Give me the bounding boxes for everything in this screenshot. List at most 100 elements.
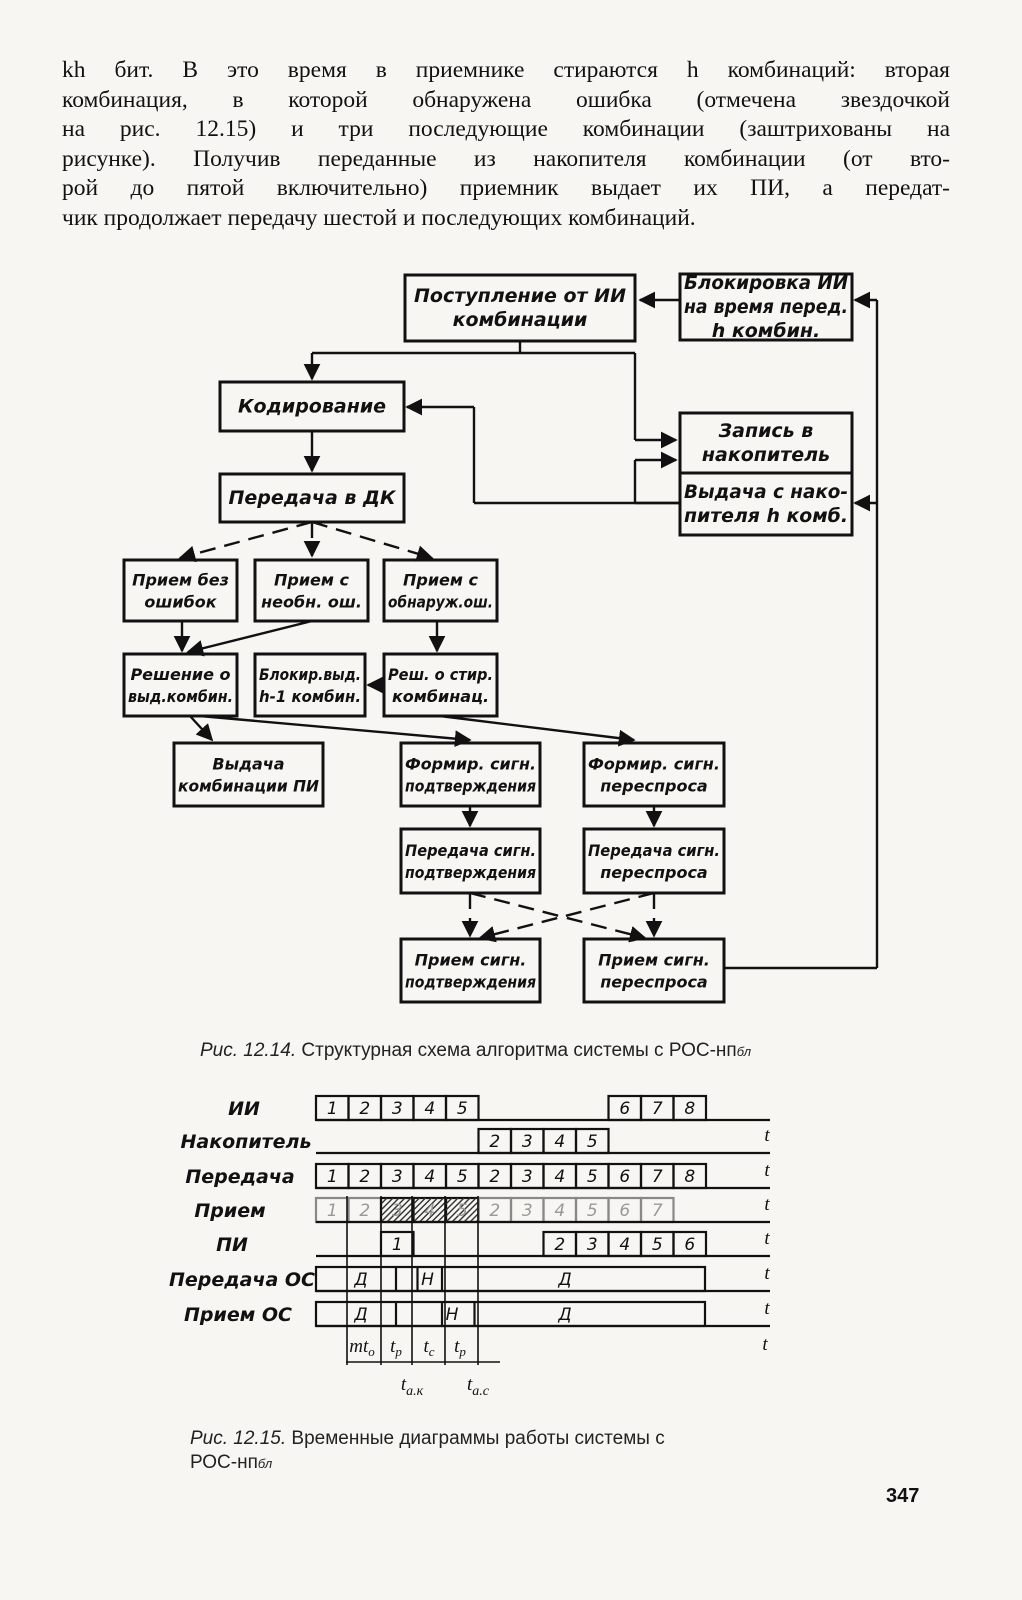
- timing-cell-label: 2: [489, 1201, 500, 1221]
- timing-cell-label: 3: [392, 1201, 403, 1221]
- flow-box-text: обнаруж.ош.: [388, 593, 493, 612]
- timing-interval-label: mto: [349, 1336, 375, 1359]
- timing-cell-label: 5: [652, 1235, 663, 1255]
- timing-cell-label: 6: [619, 1167, 630, 1187]
- timing-cell-label: 2: [359, 1167, 370, 1187]
- timing-cell-label: 2: [554, 1235, 565, 1255]
- timing-cell: 2: [477, 1196, 513, 1224]
- timing-row-label: Накопитель: [181, 1131, 312, 1153]
- timing-cell-label: 5: [457, 1099, 468, 1119]
- timing-cell-label: 2: [489, 1167, 500, 1187]
- timing-cell-label: 6: [619, 1099, 630, 1119]
- timing-cell: 1: [314, 1162, 350, 1190]
- timing-os-label: Д: [353, 1270, 367, 1290]
- timing-cell-label: 8: [684, 1099, 695, 1119]
- flow-box-text: переспроса: [600, 863, 707, 882]
- timing-cell: 5: [444, 1094, 480, 1122]
- timing-cell: 4: [542, 1127, 578, 1155]
- flow-box-text: Кодирование: [238, 396, 386, 418]
- timing-cell: 3: [509, 1127, 545, 1155]
- timing-cell: 8: [672, 1162, 708, 1190]
- timing-mark-label: ta.c: [467, 1374, 490, 1399]
- timing-cell-label: 5: [587, 1132, 598, 1152]
- timing-cell-label: 2: [359, 1099, 370, 1119]
- timing-cell: 3: [379, 1162, 415, 1190]
- flow-box-text: переспроса: [600, 777, 707, 796]
- flow-box-text: Реш. о стир.: [388, 665, 493, 684]
- timing-cell-label: 4: [554, 1201, 565, 1221]
- page-number: 347: [886, 1485, 920, 1507]
- timing-os-label: Д: [353, 1305, 367, 1325]
- timing-cell-label: 6: [684, 1235, 695, 1255]
- timing-cell: 2: [542, 1230, 578, 1258]
- flow-box-text: h комбин.: [712, 320, 821, 342]
- timing-cell: 4: [542, 1162, 578, 1190]
- timing-cell: 2: [477, 1162, 513, 1190]
- caption-text: Временные диаграммы работы системы с: [291, 1428, 665, 1449]
- timing-cell: 7: [639, 1162, 675, 1190]
- time-axis-label: t: [764, 1194, 770, 1215]
- caption-sub: бл: [736, 1044, 752, 1059]
- flow-box-text: переспроса: [600, 973, 707, 992]
- flow-box-text: Формир. сигн.: [588, 755, 720, 774]
- flow-box-text: Передача сигн.: [588, 841, 720, 860]
- timing-cell: 5: [639, 1230, 675, 1258]
- time-axis-label: t: [764, 1263, 770, 1284]
- timing-cell-label: 8: [684, 1167, 695, 1187]
- timing-cell-label: 1: [327, 1201, 338, 1221]
- flow-box-text: накопитель: [702, 444, 830, 466]
- timing-mark-label: ta.к: [401, 1374, 424, 1399]
- timing-cell: 3: [379, 1196, 415, 1224]
- timing-cell: 3: [379, 1094, 415, 1122]
- flow-box-text: Блокир.выд.: [259, 665, 361, 684]
- flow-box-text: выд.комбин.: [128, 687, 233, 706]
- timing-row-label: Передача ОС: [169, 1269, 315, 1291]
- timing-row-label: Прием: [194, 1200, 265, 1222]
- timing-cell-label: 3: [392, 1167, 403, 1187]
- timing-cell-label: 4: [424, 1167, 435, 1187]
- flow-box-text: подтверждения: [405, 973, 536, 992]
- flow-box-text: комбинации: [453, 309, 588, 331]
- flow-box-text: Прием без: [132, 571, 229, 590]
- timing-cell: 2: [347, 1196, 383, 1224]
- timing-cell: 1: [314, 1094, 350, 1122]
- flow-box-erase: Реш. о стир. комбинац.: [382, 652, 499, 718]
- timing-cell: 3: [509, 1162, 545, 1190]
- flow-box-text: Блокировка ИИ: [684, 272, 848, 294]
- timing-cell-label: 3: [392, 1099, 403, 1119]
- timing-os-label: Д: [557, 1270, 571, 1290]
- time-axis-label: t: [764, 1160, 770, 1181]
- timing-cell-label: 3: [522, 1132, 533, 1152]
- timing-interval-label: tp: [390, 1336, 402, 1359]
- flow-box-text: комбинац.: [392, 687, 489, 706]
- flow-box-text: Поступление от ИИ: [414, 285, 626, 307]
- timing-cell: 2: [347, 1162, 383, 1190]
- flow-box-text: Запись в: [718, 420, 814, 442]
- timing-cell-label: 3: [522, 1167, 533, 1187]
- figure-caption-12-15-line2: РОС-нпбл: [190, 1452, 272, 1474]
- timing-cell: 4: [412, 1196, 448, 1224]
- timing-cell-label: 4: [619, 1235, 630, 1255]
- timing-cell-label: 4: [424, 1099, 435, 1119]
- timing-interval-label: tp: [454, 1336, 466, 1359]
- flow-box-text: Прием сигн.: [415, 951, 527, 970]
- timing-cell: 5: [574, 1196, 610, 1224]
- paragraph-line: чик продолжает передачу шестой и последу…: [62, 204, 696, 231]
- timing-cell-label: 7: [652, 1167, 663, 1187]
- flow-box-text: Передача в ДК: [228, 487, 396, 509]
- timing-cell-label: 5: [457, 1201, 468, 1221]
- timing-cell: 3: [574, 1230, 610, 1258]
- time-axis-label: t: [764, 1298, 770, 1319]
- flow-box-form-ack: Формир. сигн.подтверждения: [399, 741, 542, 808]
- flow-box-text: Прием сигн.: [598, 951, 710, 970]
- timing-cell-label: 4: [554, 1132, 565, 1152]
- timing-cell-label: 3: [522, 1201, 533, 1221]
- flow-box-text: подтверждения: [405, 777, 536, 796]
- timing-row-label: ПИ: [216, 1234, 248, 1256]
